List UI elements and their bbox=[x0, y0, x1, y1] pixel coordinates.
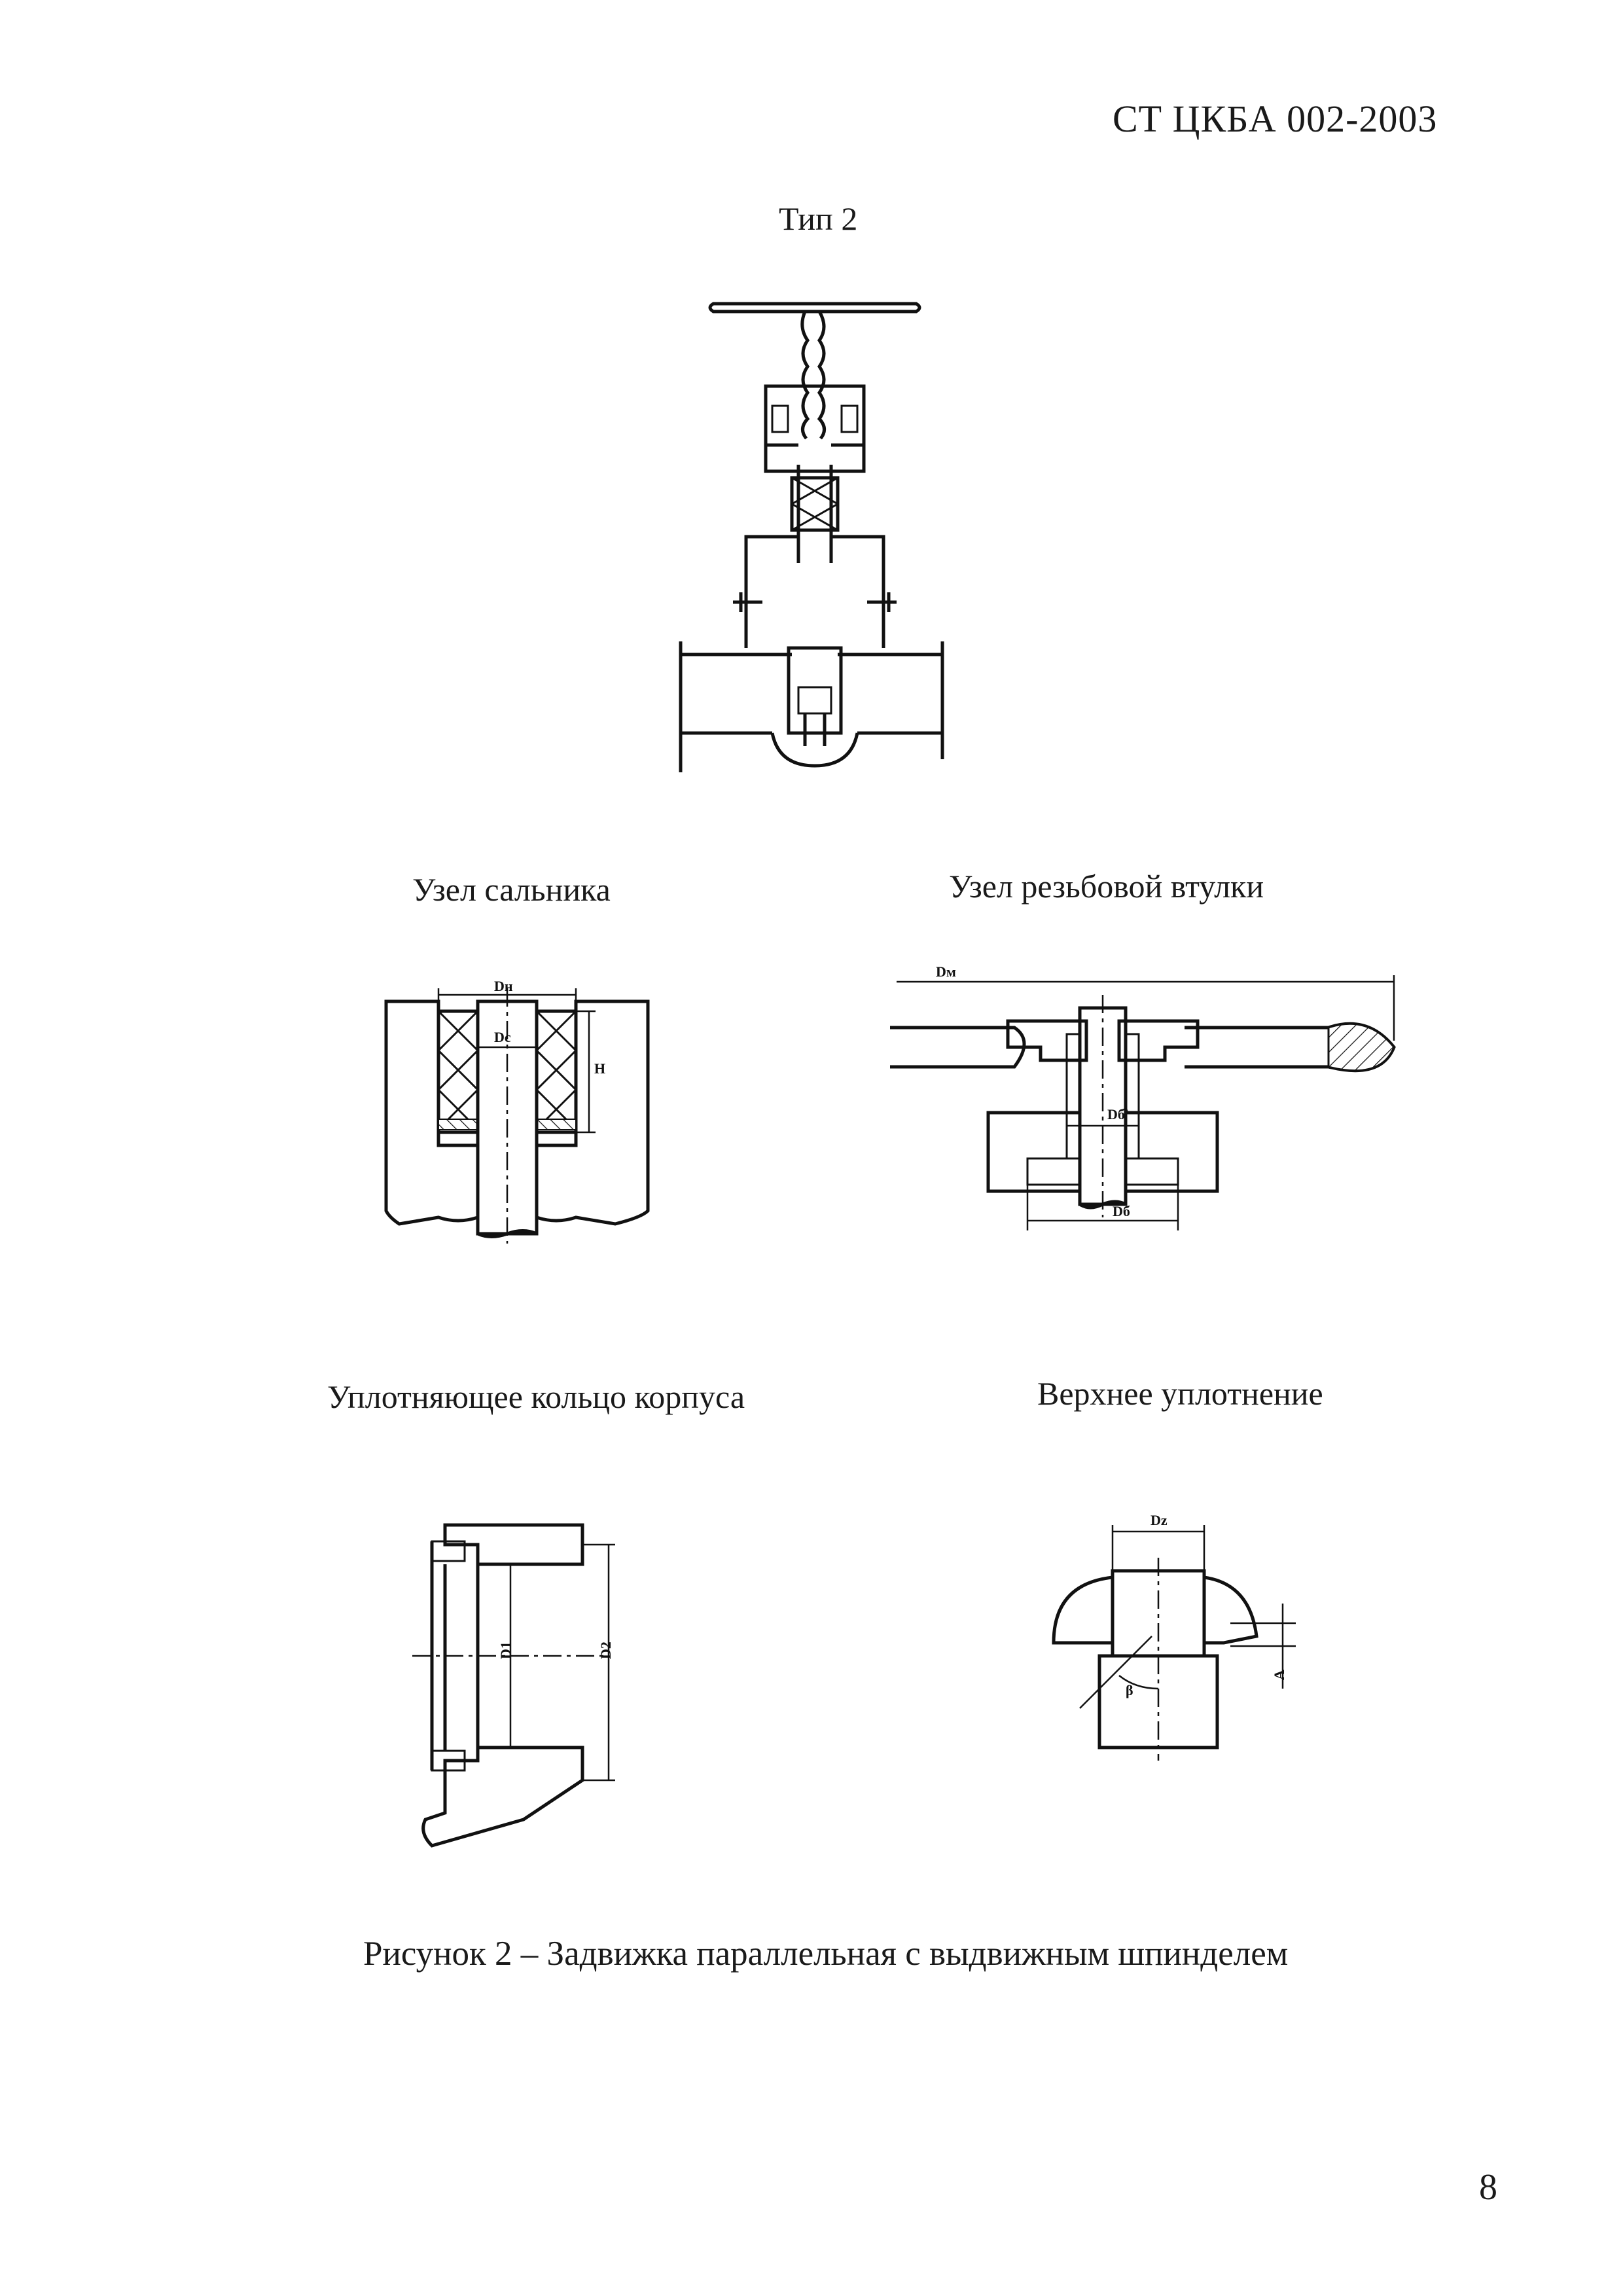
page-number: 8 bbox=[1479, 2167, 1497, 2208]
caption-upper-seal: Верхнее уплотнение bbox=[1037, 1375, 1323, 1412]
gate-wedge bbox=[787, 646, 843, 746]
dim-label-d2: D2 bbox=[597, 1641, 614, 1659]
spindle-top bbox=[800, 310, 826, 440]
dim-label-dz: Dz bbox=[1150, 1512, 1168, 1528]
type-label: Тип 2 bbox=[779, 200, 858, 237]
dim-label-h: H bbox=[594, 1060, 605, 1077]
gland-packing bbox=[790, 465, 840, 563]
body-ring-drawing: D1 D2 bbox=[412, 1523, 615, 1848]
dim-label-dm: Dм bbox=[936, 963, 956, 980]
yoke bbox=[764, 384, 866, 473]
dim-label-db-prime: Dб' bbox=[1107, 1106, 1129, 1122]
upper-seal-drawing: Dz β A bbox=[1052, 1512, 1296, 1761]
valve-body bbox=[679, 641, 944, 772]
dim-label-dc: Dc bbox=[494, 1029, 511, 1045]
caption-threaded-bushing: Узел резьбовой втулки bbox=[949, 868, 1264, 905]
caption-body-sealing-ring: Уплотняющее кольцо корпуса bbox=[327, 1378, 745, 1415]
dim-label-d1: D1 bbox=[497, 1641, 514, 1659]
dim-label-dn: Dн bbox=[494, 978, 513, 994]
gate-valve-drawing bbox=[679, 302, 944, 772]
figure-caption: Рисунок 2 – Задвижка параллельная с выдв… bbox=[363, 1935, 1289, 1973]
bonnet bbox=[733, 535, 897, 648]
gland-detail-drawing: Dн Dc H bbox=[384, 978, 650, 1244]
document-code: СТ ЦКБА 002-2003 bbox=[1113, 98, 1438, 140]
dim-label-a: A bbox=[1271, 1670, 1287, 1680]
dim-label-beta: β bbox=[1126, 1682, 1133, 1698]
threaded-bushing-drawing: Dм Dб' Dб bbox=[890, 963, 1396, 1230]
caption-gland-assembly: Узел сальника bbox=[412, 871, 611, 908]
handwheel bbox=[708, 302, 921, 314]
dim-label-db: Dб bbox=[1113, 1203, 1130, 1219]
